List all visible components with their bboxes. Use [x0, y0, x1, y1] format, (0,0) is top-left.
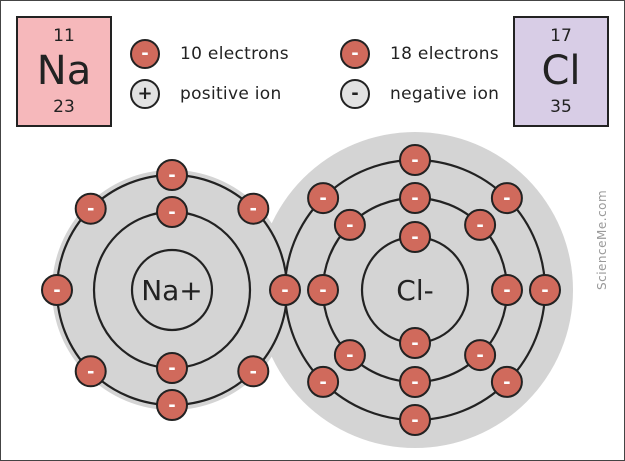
electron-symbol: - [411, 150, 418, 171]
electron-symbol: - [168, 358, 175, 379]
electron-symbol: - [503, 188, 510, 209]
electron-icon [464, 208, 497, 241]
electron-icon [490, 365, 523, 398]
electron-symbol: - [476, 215, 483, 236]
electron-icon [464, 339, 497, 372]
legend-sodium-electrons-label: 10 electrons [180, 44, 289, 64]
legend-negative-ion-label: negative ion [390, 84, 500, 104]
electron-icon [333, 208, 366, 241]
electron-symbol: - [411, 372, 418, 393]
electron-symbol: - [250, 199, 257, 220]
electron-symbol: - [168, 165, 175, 186]
electron-symbol: - [411, 188, 418, 209]
electron-icon [237, 355, 270, 388]
electron-symbol: - [541, 280, 548, 301]
electron-icon [74, 192, 107, 225]
electron-icon [237, 192, 270, 225]
electron-symbol: - [503, 372, 510, 393]
electron-symbol: - [476, 345, 483, 366]
electron-icon [156, 159, 188, 191]
electron-icon [333, 339, 366, 372]
electron-icon [399, 182, 431, 214]
sodium-nucleus-ring [130, 248, 214, 332]
chlorine-atomic-number: 17 [550, 26, 572, 46]
electron-icon [399, 327, 431, 359]
electron-symbol: - [250, 361, 257, 382]
electron-symbol: - [87, 199, 94, 220]
sodium-mass-number: 23 [53, 97, 75, 117]
legend-chlorine-electrons-label: 18 electrons [390, 44, 499, 64]
positive-ion-icon: + [130, 79, 160, 109]
chlorine-symbol: Cl [541, 48, 581, 94]
sodium-ion-body [52, 170, 292, 410]
site-credit: ScienceMe.com [595, 189, 609, 290]
chlorine-mass-number: 35 [550, 97, 572, 117]
electron-symbol: - [319, 188, 326, 209]
electron-symbol: - [53, 280, 60, 301]
sodium-element-tile: 11 Na 23 [16, 16, 112, 127]
electron-icon [156, 352, 188, 384]
electron-symbol: - [87, 361, 94, 382]
electron-symbol: - [346, 215, 353, 236]
electron-icon [307, 365, 340, 398]
electron-icon [399, 144, 431, 176]
sodium-ion-label: Na+ [141, 274, 203, 307]
electron-icon [529, 274, 561, 306]
electron-icon [490, 182, 523, 215]
electron-symbol: - [346, 345, 353, 366]
sodium-symbol: Na [36, 48, 92, 94]
electron-symbol: - [281, 280, 288, 301]
electron-symbol: - [319, 372, 326, 393]
chlorine-ion-label: Cl- [396, 274, 433, 307]
electron-icon [491, 274, 523, 306]
electron-symbol: - [411, 227, 418, 248]
electron-icon [399, 366, 431, 398]
electron-icon [41, 274, 73, 306]
electron-icon [399, 221, 431, 253]
electron-icon [156, 389, 188, 421]
electron-symbol: - [503, 280, 510, 301]
chlorine-ion-body [257, 132, 573, 448]
electron-icon [307, 274, 339, 306]
electron-symbol: - [168, 395, 175, 416]
electron-icon [307, 182, 340, 215]
electron-icon [399, 404, 431, 436]
legend-positive-ion-label: positive ion [180, 84, 282, 104]
electron-symbol: - [411, 333, 418, 354]
electron-icon [269, 274, 301, 306]
electron-symbol: - [319, 280, 326, 301]
chlorine-element-tile: 17 Cl 35 [513, 16, 609, 127]
negative-ion-icon: - [340, 79, 370, 109]
electron-icon: - [340, 39, 370, 69]
sodium-atomic-number: 11 [53, 26, 75, 46]
electron-icon [74, 355, 107, 388]
electron-symbol: - [168, 202, 175, 223]
electron-icon: - [130, 39, 160, 69]
electron-symbol: - [411, 410, 418, 431]
electron-icon [156, 196, 188, 228]
